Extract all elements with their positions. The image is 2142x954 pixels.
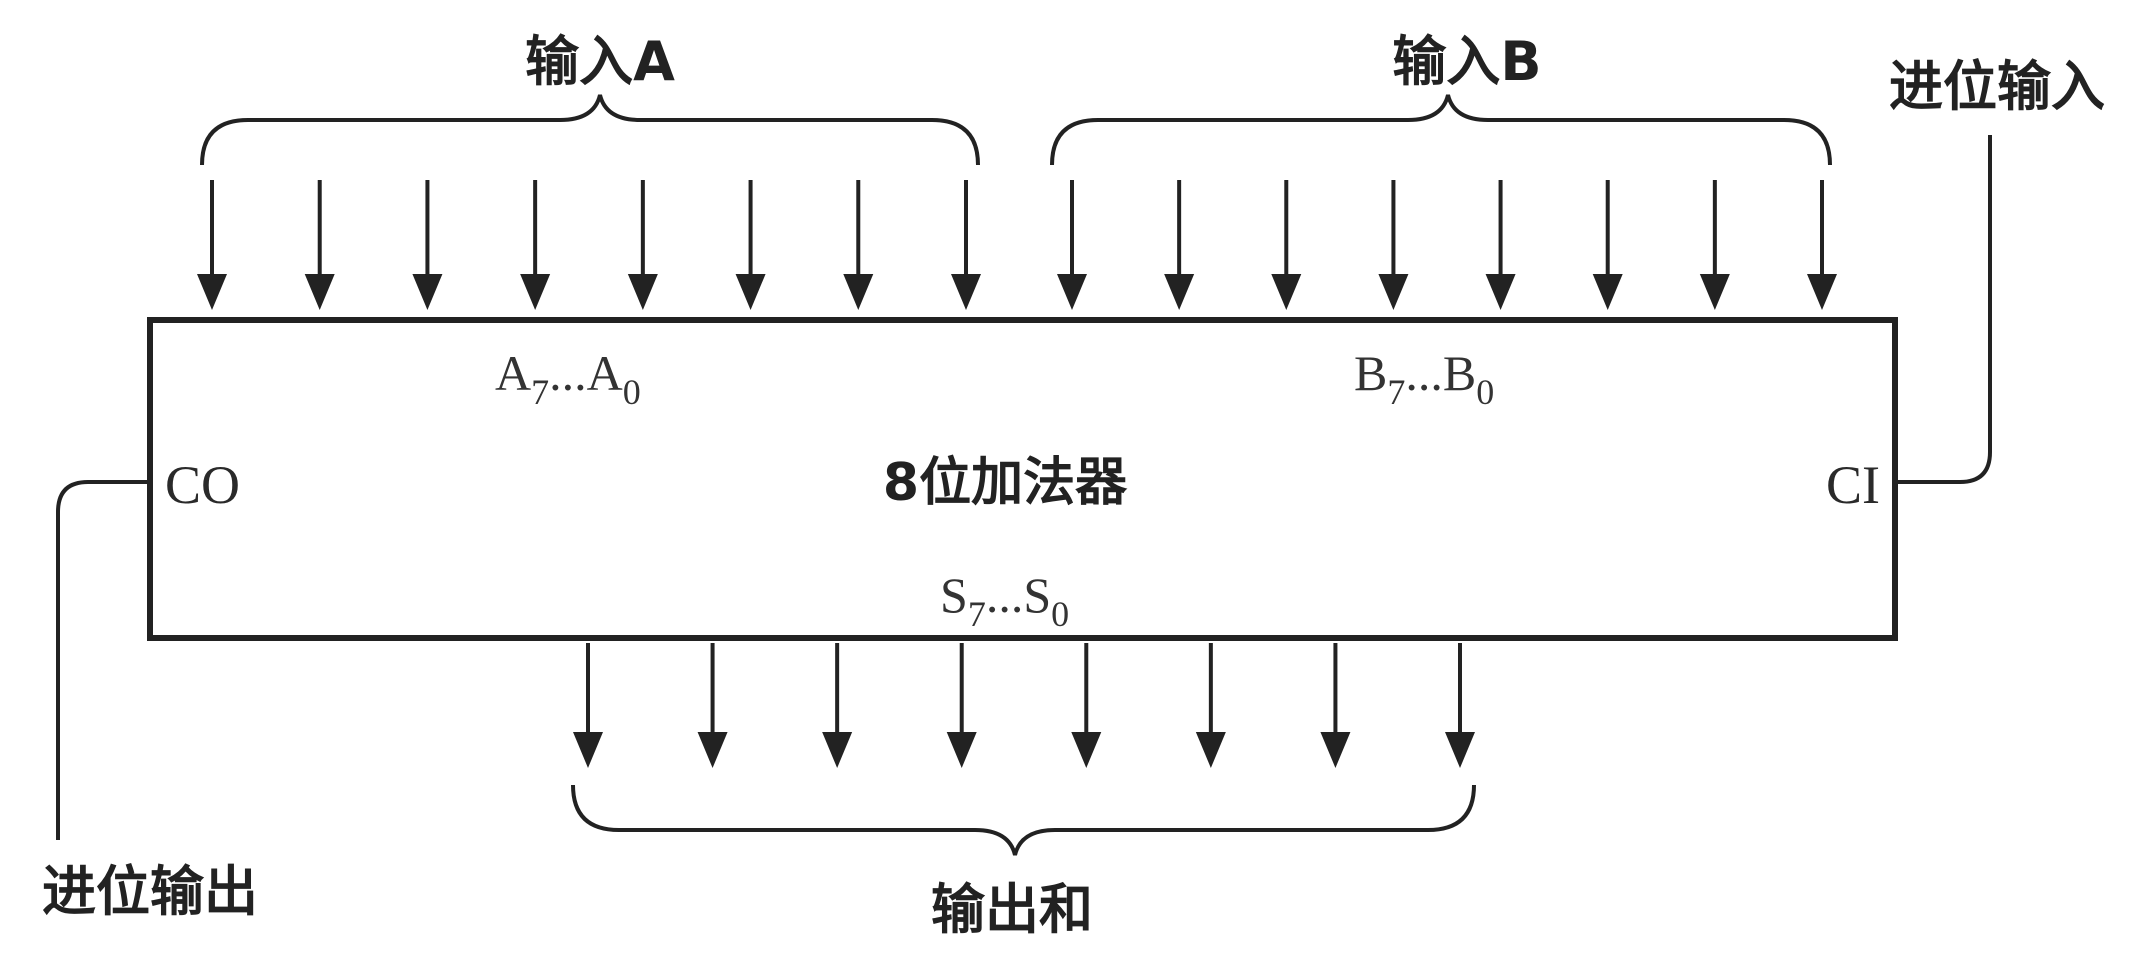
port-a-hi: 7	[531, 372, 549, 412]
input-a-arrow	[627, 180, 658, 310]
sum-arrow-head	[573, 732, 603, 768]
sum-arrow	[1071, 643, 1102, 768]
sum-arrow-head	[1071, 732, 1102, 768]
input-b-arrow-head	[1592, 274, 1623, 310]
port-s-base: S	[940, 567, 968, 623]
sum-arrow-head	[1445, 732, 1475, 768]
input-b-arrow	[1699, 180, 1730, 310]
port-a-sep: ...	[549, 345, 587, 401]
input-b-arrow-head	[1485, 274, 1516, 310]
carry-out-label: 进位输出	[42, 860, 258, 923]
input-a-arrow-head	[627, 274, 658, 310]
input-a-arrow	[951, 180, 981, 310]
input-b-arrow	[1485, 180, 1516, 310]
port-a-lo-base: A	[587, 345, 623, 401]
sum-brace	[571, 784, 1476, 856]
input-b-arrow-head	[1807, 274, 1837, 310]
input-a-arrow	[843, 180, 874, 310]
port-b-lo: 0	[1476, 372, 1494, 412]
sum-arrow-head	[697, 732, 728, 768]
carry-in-port-label: CI	[1826, 455, 1880, 515]
input-b-arrow	[1378, 180, 1409, 310]
sum-arrow	[1320, 643, 1351, 768]
port-b-label: B7...B0	[1354, 345, 1494, 412]
sum-arrow	[946, 643, 977, 768]
input-a-arrow-head	[412, 274, 443, 310]
input-a-arrow	[735, 180, 766, 310]
port-b-sep: ...	[1405, 345, 1443, 401]
port-b-hi: 7	[1387, 372, 1405, 412]
input-a-label: 输入A	[525, 30, 675, 93]
input-a-arrow	[197, 180, 227, 310]
carry-in-wire	[1895, 135, 1992, 484]
carry-in-label: 进位输入	[1889, 55, 2105, 118]
input-b-brace	[1050, 94, 1832, 166]
input-b-label: 输入B	[1392, 30, 1541, 93]
input-b-arrow-head	[1378, 274, 1409, 310]
input-b-arrow-head	[1699, 274, 1730, 310]
input-a-arrow	[520, 180, 551, 310]
input-a-brace	[200, 94, 980, 166]
port-a-lo: 0	[623, 372, 641, 412]
sum-arrow-head	[946, 732, 977, 768]
sum-arrow	[1195, 643, 1226, 768]
input-b-arrow	[1164, 180, 1195, 310]
sum-arrow-head	[822, 732, 853, 768]
sum-arrow-head	[1320, 732, 1351, 768]
sum-arrow	[573, 643, 603, 768]
input-a-arrow-head	[843, 274, 874, 310]
carry-out-wire	[56, 480, 150, 840]
input-b-arrow-head	[1057, 274, 1087, 310]
sum-out-label: 输出和	[931, 878, 1093, 941]
input-a-arrow	[412, 180, 443, 310]
input-a-arrow-head	[520, 274, 551, 310]
input-b-arrow	[1271, 180, 1302, 310]
input-a-arrow	[304, 180, 335, 310]
port-s-lo: 0	[1051, 594, 1069, 634]
sum-arrow	[1445, 643, 1475, 768]
input-a-arrow-head	[304, 274, 335, 310]
input-b-arrows	[1057, 180, 1837, 310]
adder-block	[147, 317, 1898, 641]
port-a-base: A	[495, 345, 531, 401]
port-b-lo-base: B	[1443, 345, 1476, 401]
port-s-lo-base: S	[1023, 567, 1051, 623]
carry-out-port-label: CO	[165, 455, 240, 515]
input-b-arrow-head	[1271, 274, 1302, 310]
input-a-arrow-head	[951, 274, 981, 310]
sum-arrow-head	[1195, 732, 1226, 768]
input-a-arrow-head	[197, 274, 227, 310]
input-a-arrow-head	[735, 274, 766, 310]
sum-arrows	[573, 643, 1475, 768]
input-a-arrows	[197, 180, 981, 310]
sum-arrow	[822, 643, 853, 768]
sum-arrow	[697, 643, 728, 768]
input-b-arrow	[1592, 180, 1623, 310]
adder-title: 8位加法器	[883, 453, 1128, 513]
port-s-label: S7...S0	[940, 567, 1069, 634]
port-b-base: B	[1354, 345, 1387, 401]
input-b-arrow	[1057, 180, 1087, 310]
port-s-sep: ...	[986, 567, 1024, 623]
input-b-arrow	[1807, 180, 1837, 310]
port-a-label: A7...A0	[495, 345, 641, 412]
port-s-hi: 7	[968, 594, 986, 634]
input-b-arrow-head	[1164, 274, 1195, 310]
